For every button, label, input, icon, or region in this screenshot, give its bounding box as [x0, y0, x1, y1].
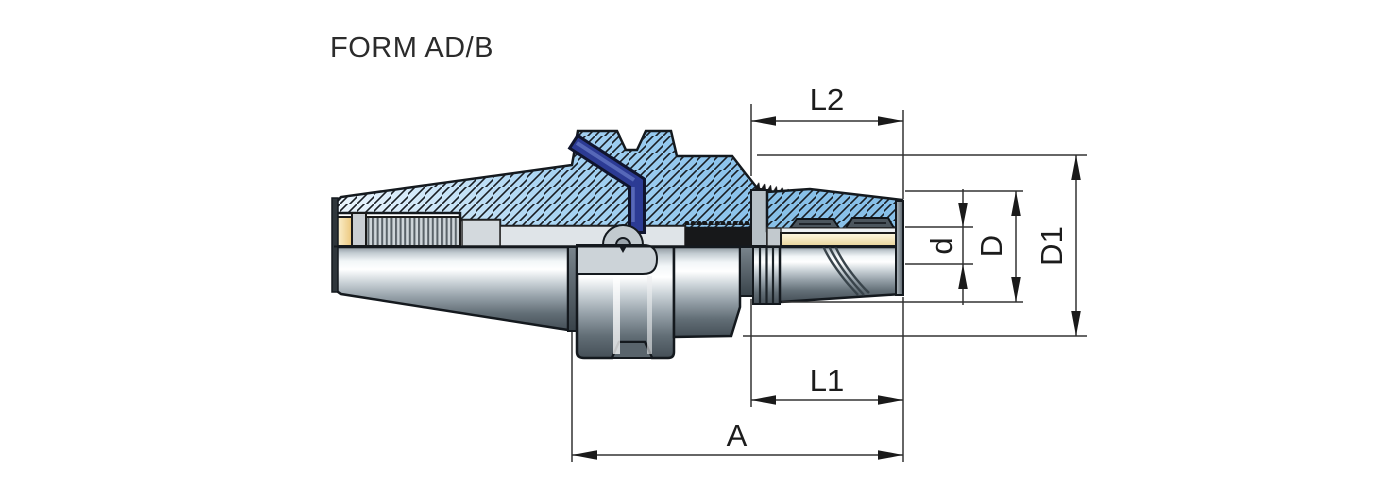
dimension-D1: D1 — [743, 154, 1087, 337]
dimension-label-D: D — [974, 235, 1009, 257]
dimensions: L2 L1 A d — [571, 82, 1087, 462]
flange-highlight-right — [647, 276, 652, 354]
shank-end-face — [331, 197, 339, 293]
collet-back-ring — [766, 227, 782, 247]
drawing-title: FORM AD/B — [330, 32, 494, 64]
coolant-duct-highlight — [575, 141, 636, 182]
bore-step-block — [351, 212, 367, 247]
helical-slot-1 — [821, 245, 859, 296]
arrowhead-right — [878, 116, 903, 126]
dimension-D: D — [782, 190, 1023, 303]
pilot-bore — [461, 219, 501, 247]
lower-exterior-view — [331, 197, 904, 360]
section-hatching — [334, 131, 757, 228]
arrowhead-bottom — [958, 264, 968, 289]
dimension-label-A: A — [727, 418, 748, 453]
tool-bore — [499, 225, 686, 247]
dimension-L1: L1 — [751, 363, 903, 405]
helical-slot-3 — [833, 245, 870, 294]
coolant-channel — [567, 133, 646, 234]
arrowhead-right — [878, 395, 903, 405]
collet — [780, 232, 901, 247]
dimension-A: A — [572, 418, 903, 460]
arrowhead-bottom — [1011, 277, 1021, 302]
dimension-label-d: d — [924, 237, 959, 254]
nut-back-cap — [750, 189, 768, 247]
arrowhead-right — [878, 450, 903, 460]
arrowhead-top — [958, 203, 968, 227]
dimension-label-L2: L2 — [810, 82, 844, 117]
arrowhead-top — [1011, 191, 1021, 216]
drive-slot-arc-outer — [601, 224, 645, 246]
nut-gap — [744, 228, 752, 246]
arrowhead-left — [751, 395, 776, 405]
internal-thread — [365, 216, 461, 247]
body-exterior — [672, 245, 742, 339]
arrowhead-left — [751, 116, 776, 126]
dimension-label-D1: D1 — [1034, 226, 1069, 266]
arrowhead-bottom — [1071, 311, 1081, 336]
helical-slot-2 — [827, 245, 865, 296]
drive-slot-boss — [576, 244, 659, 275]
flange-highlight-left — [613, 276, 620, 354]
nose-end-face — [895, 200, 904, 296]
neck-groove — [739, 246, 754, 297]
dimension-d: d — [905, 189, 973, 305]
pull-stud-seat — [336, 216, 353, 247]
arrowhead-left — [572, 450, 597, 460]
dimension-label-L1: L1 — [810, 363, 844, 398]
arrowhead-top — [1071, 155, 1081, 180]
taper-shank-exterior — [332, 245, 570, 332]
dimension-L2: L2 — [751, 82, 903, 126]
body-thread-teeth — [685, 221, 751, 230]
gauge-rim-band — [567, 246, 578, 332]
drive-slot-notch — [619, 246, 627, 253]
body-thread-band — [685, 228, 751, 246]
drive-slot-arc-inner — [614, 237, 632, 246]
